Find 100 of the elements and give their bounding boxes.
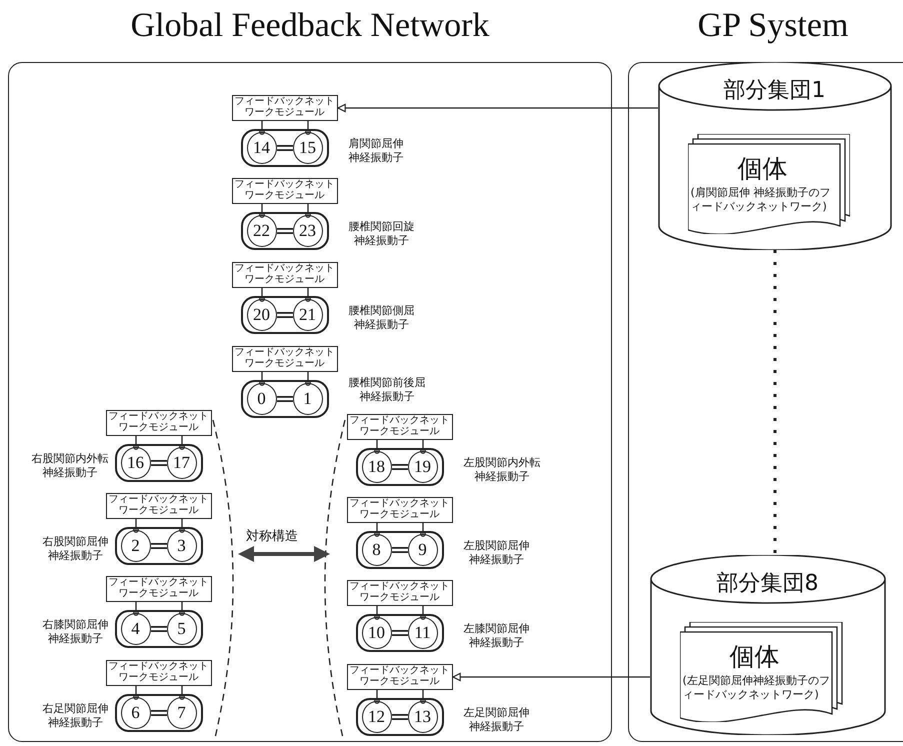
connector-line <box>374 690 380 704</box>
double-link-line <box>392 464 408 470</box>
oscillator-number: 15 <box>299 138 316 158</box>
oscillator-ellipse <box>166 612 196 644</box>
oscillator-number: 20 <box>253 304 270 324</box>
panel-title: GP System <box>696 7 850 45</box>
module-label: フィードバックネットワークモジュール <box>108 495 210 516</box>
oscillator-ellipse <box>362 534 392 566</box>
oscillator-caption: 右股関節屈伸神経振動子 <box>42 534 108 564</box>
connector-line <box>259 204 265 218</box>
oscillator-number: 5 <box>177 618 186 638</box>
connector-line <box>179 602 185 616</box>
panel-title: Global Feedback Network <box>130 7 490 45</box>
individual-title: 個体 <box>728 640 780 672</box>
oscillator-number: 13 <box>414 706 431 726</box>
double-link-line <box>277 228 293 234</box>
double-link-line <box>151 543 167 549</box>
oscillator-number: 9 <box>418 540 427 560</box>
module-label: フィードバックネットワークモジュール <box>234 348 336 369</box>
double-link-line <box>392 547 408 553</box>
oscillator-ellipse <box>408 616 438 648</box>
oscillator-caption: 右足関節屈伸神経振動子 <box>42 702 108 730</box>
oscillator-ellipse <box>362 616 392 648</box>
oscillator-number: 17 <box>173 452 190 472</box>
module-label: フィードバックネットワークモジュール <box>108 412 210 433</box>
oscillator-caption: 左股関節屈伸神経振動子 <box>464 538 530 568</box>
oscillator-caption: 左股関節内外転神経振動子 <box>464 456 540 484</box>
oscillator-number: 19 <box>414 456 431 476</box>
oscillator-caption: 肩関節屈伸神経振動子 <box>348 136 404 166</box>
connector-line <box>133 602 139 616</box>
oscillator-ellipse <box>408 534 438 566</box>
oscillator-ellipse <box>246 382 276 414</box>
module-label: フィードバックネットワークモジュール <box>348 499 450 520</box>
module-label: フィードバックネットワークモジュール <box>348 666 450 687</box>
connector-line <box>420 440 426 454</box>
connector-line <box>374 440 380 454</box>
connector-line <box>374 606 380 620</box>
document-stack <box>680 622 844 722</box>
oscillator-ellipse <box>120 612 150 644</box>
connector-line <box>179 519 185 533</box>
double-link-line <box>151 626 167 632</box>
connector-line <box>420 690 426 704</box>
individual-description: (左足関節屈伸神経振動子のフィードバックネットワーク) <box>682 674 830 702</box>
database-cylinder <box>658 62 892 250</box>
oscillator-ellipse <box>246 132 276 164</box>
oscillator-number: 0 <box>257 388 266 408</box>
oscillator-ellipse <box>292 382 322 414</box>
module-label: フィードバックネットワークモジュール <box>348 416 450 437</box>
arrow <box>337 104 658 112</box>
oscillator-ellipse <box>120 446 150 478</box>
oscillator-caption: 右膝関節屈伸神経振動子 <box>42 618 108 646</box>
oscillator-ellipse <box>120 696 150 728</box>
oscillator-number: 21 <box>299 304 316 324</box>
connector-line <box>774 250 776 555</box>
double-link-line <box>151 460 167 466</box>
double-link-line <box>392 630 408 636</box>
oscillator-caption: 左膝関節屈伸神経振動子 <box>464 622 530 650</box>
oscillator-caption: 腰椎関節回旋神経振動子 <box>348 220 414 248</box>
database-cylinder <box>650 554 886 734</box>
connector-line <box>420 606 426 620</box>
connector-line <box>305 372 311 386</box>
oscillator-ellipse <box>362 450 392 482</box>
connector-line <box>259 372 265 386</box>
oscillator-number: 16 <box>127 452 144 472</box>
oscillator-ellipse <box>246 298 276 330</box>
oscillator-ellipse <box>292 132 322 164</box>
module-label: フィードバックネットワークモジュール <box>108 578 210 599</box>
oscillator-number: 10 <box>368 622 385 642</box>
oscillator-number: 2 <box>131 536 140 556</box>
arrow <box>452 672 650 682</box>
oscillator-number: 3 <box>177 536 186 556</box>
oscillator-ellipse <box>292 214 322 246</box>
population-label: 部分集団8 <box>716 570 820 598</box>
oscillator-ellipse <box>408 700 438 732</box>
oscillator-ellipse <box>166 446 196 478</box>
connector-line <box>305 204 311 218</box>
connector-line <box>305 121 311 135</box>
oscillator-number: 1 <box>303 388 312 408</box>
oscillator-ellipse <box>166 530 196 562</box>
connector-line <box>259 121 265 135</box>
module-label: フィードバックネットワークモジュール <box>234 97 336 118</box>
oscillator-ellipse <box>246 214 276 246</box>
population-label: 部分集団1 <box>722 76 826 104</box>
module-label: フィードバックネットワークモジュール <box>234 264 336 285</box>
double-link-line <box>277 312 293 318</box>
individual-description: (肩関節屈伸 神経振動子のフィードバックネットワーク) <box>690 186 832 214</box>
oscillator-number: 14 <box>253 138 270 158</box>
oscillator-number: 8 <box>372 540 381 560</box>
connector-line <box>179 436 185 450</box>
connector-line <box>179 686 185 700</box>
oscillator-ellipse <box>292 298 322 330</box>
double-link-line <box>277 396 293 402</box>
oscillator-ellipse <box>408 450 438 482</box>
document-stack <box>688 134 850 234</box>
double-link-line <box>277 145 293 151</box>
individual-title: 個体 <box>736 152 788 184</box>
double-link-line <box>151 710 167 716</box>
module-label: フィードバックネットワークモジュール <box>108 662 210 683</box>
oscillator-number: 11 <box>414 622 431 642</box>
double-link-line <box>392 714 408 720</box>
